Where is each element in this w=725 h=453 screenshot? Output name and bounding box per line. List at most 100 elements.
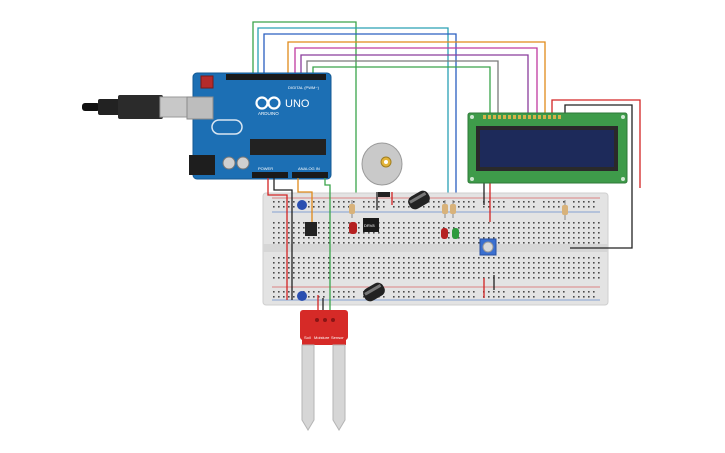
breadboard-hole — [443, 201, 445, 203]
breadboard-hole — [543, 237, 545, 239]
breadboard-hole — [593, 296, 595, 298]
breadboard-hole — [338, 242, 340, 244]
breadboard-hole — [323, 267, 325, 269]
breadboard-hole — [533, 291, 535, 293]
breadboard-hole — [303, 257, 305, 259]
arduino-board[interactable]: UNO ARDUINO DIGITAL (PWM~) POWER ANALOG … — [186, 72, 332, 180]
breadboard-hole — [383, 227, 385, 229]
breadboard-hole — [518, 237, 520, 239]
breadboard-hole — [318, 237, 320, 239]
reset-button[interactable] — [200, 75, 214, 89]
breadboard-hole — [298, 272, 300, 274]
breadboard-hole — [503, 206, 505, 208]
breadboard-hole — [348, 296, 350, 298]
breadboard-hole — [343, 262, 345, 264]
breadboard-hole — [563, 237, 565, 239]
breadboard-hole — [283, 296, 285, 298]
breadboard-hole — [293, 291, 295, 293]
breadboard-hole — [548, 291, 550, 293]
breadboard-hole — [438, 201, 440, 203]
breadboard-hole — [383, 262, 385, 264]
breadboard-hole — [408, 296, 410, 298]
breadboard-hole — [508, 272, 510, 274]
breadboard-hole — [453, 277, 455, 279]
breadboard-hole — [453, 262, 455, 264]
breadboard-hole — [568, 267, 570, 269]
breadboard-hole — [468, 227, 470, 229]
breadboard-hole — [278, 296, 280, 298]
breadboard-hole — [458, 262, 460, 264]
breadboard-hole — [443, 262, 445, 264]
breadboard-hole — [588, 206, 590, 208]
breadboard-hole — [433, 206, 435, 208]
breadboard-hole — [528, 257, 530, 259]
breadboard-hole — [383, 296, 385, 298]
breadboard-hole — [483, 277, 485, 279]
breadboard-hole — [538, 267, 540, 269]
breadboard-hole — [493, 227, 495, 229]
breadboard-hole — [438, 296, 440, 298]
breadboard-hole — [513, 272, 515, 274]
breadboard-hole — [598, 267, 600, 269]
breadboard-hole — [468, 257, 470, 259]
breadboard-hole — [578, 262, 580, 264]
breadboard-hole — [333, 291, 335, 293]
lcd-pin — [533, 115, 536, 119]
breadboard-hole — [483, 227, 485, 229]
breadboard-hole — [488, 291, 490, 293]
breadboard-hole — [458, 296, 460, 298]
breadboard-hole — [503, 257, 505, 259]
breadboard-hole — [563, 222, 565, 224]
breadboard-hole — [288, 222, 290, 224]
breadboard-hole — [403, 267, 405, 269]
potentiometer[interactable] — [479, 238, 497, 256]
breadboard-hole — [548, 222, 550, 224]
breadboard-hole — [533, 227, 535, 229]
breadboard-hole — [348, 257, 350, 259]
breadboard-hole — [363, 277, 365, 279]
breadboard-hole — [323, 277, 325, 279]
breadboard-hole — [398, 267, 400, 269]
breadboard-hole — [593, 272, 595, 274]
breadboard-hole — [348, 206, 350, 208]
breadboard-hole — [463, 232, 465, 234]
breadboard-hole — [318, 277, 320, 279]
breadboard-hole — [403, 201, 405, 203]
breadboard-hole — [413, 296, 415, 298]
breadboard-hole — [313, 291, 315, 293]
breadboard-hole — [568, 227, 570, 229]
breadboard-hole — [398, 296, 400, 298]
breadboard-hole — [483, 262, 485, 264]
wire-green2-top — [312, 66, 491, 115]
breadboard-hole — [513, 262, 515, 264]
breadboard-hole — [593, 242, 595, 244]
breadboard-hole — [398, 291, 400, 293]
breadboard-hole — [298, 232, 300, 234]
breadboard-hole — [373, 232, 375, 234]
breadboard-hole — [413, 232, 415, 234]
breadboard-hole — [488, 277, 490, 279]
breadboard-hole — [303, 242, 305, 244]
breadboard-hole — [428, 277, 430, 279]
breadboard-hole — [283, 291, 285, 293]
breadboard-hole — [278, 272, 280, 274]
breadboard-hole — [318, 257, 320, 259]
breadboard-hole — [283, 257, 285, 259]
breadboard-hole — [318, 222, 320, 224]
breadboard-hole — [463, 227, 465, 229]
breadboard-hole — [433, 232, 435, 234]
breadboard-hole — [498, 267, 500, 269]
breadboard-hole — [538, 277, 540, 279]
breadboard-hole — [523, 296, 525, 298]
breadboard-hole — [473, 257, 475, 259]
breadboard-hole — [518, 222, 520, 224]
breadboard-hole — [398, 201, 400, 203]
breadboard-hole — [293, 277, 295, 279]
breadboard-hole — [318, 267, 320, 269]
breadboard-hole — [358, 267, 360, 269]
breadboard-hole — [448, 237, 450, 239]
breadboard-hole — [398, 272, 400, 274]
breadboard-hole — [548, 201, 550, 203]
breadboard-hole — [343, 242, 345, 244]
breadboard-hole — [433, 237, 435, 239]
